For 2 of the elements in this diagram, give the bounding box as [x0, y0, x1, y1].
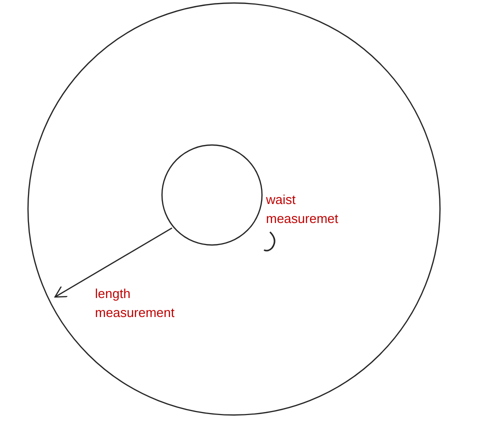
measurement-label: length measurement	[95, 285, 176, 322]
measurement-label: waist measuremet	[266, 191, 340, 228]
